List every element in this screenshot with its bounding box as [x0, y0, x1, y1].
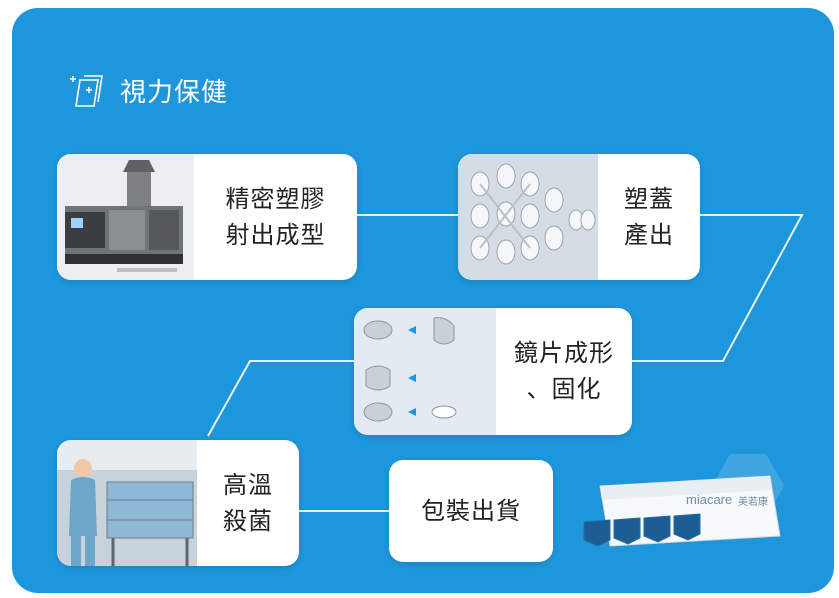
connector-2-3: [632, 214, 804, 362]
step-label-lens-forming: 鏡片成形 、固化: [514, 339, 614, 403]
lens-forming-steps-image: [354, 308, 496, 435]
step-card-injection-molding: 精密塑膠 射出成型: [57, 154, 357, 280]
product-brand: miacare: [686, 492, 733, 507]
step-card-sterilization: 高溫 殺菌: [57, 440, 299, 566]
step-label-packaging: 包裝出貨: [421, 497, 521, 525]
injection-molding-machine-image: [57, 154, 194, 280]
contact-lens-product-image: miacare 美若康: [580, 446, 800, 566]
book-sparkle-icon: [70, 75, 103, 107]
sterilization-worker-image: [57, 440, 197, 566]
step-label-cap-production: 塑蓋 產出: [624, 185, 674, 249]
step-card-lens-forming: 鏡片成形 、固化: [354, 308, 632, 435]
step-label-injection-molding: 精密塑膠 射出成型: [225, 185, 326, 249]
step-label-sterilization: 高溫 殺菌: [223, 471, 273, 535]
plastic-caps-image: [458, 154, 598, 280]
step-card-packaging: 包裝出貨: [389, 460, 553, 562]
process-panel: 視力保健 精密塑膠 射出成型: [12, 8, 834, 593]
flow-connector-lines: [207, 214, 804, 512]
product-brand-cn: 美若康: [738, 497, 768, 508]
step-card-cap-production: 塑蓋 產出: [458, 154, 700, 280]
section-title: 視力保健: [68, 70, 228, 110]
section-title-text: 視力保健: [120, 77, 229, 108]
connector-3-4: [207, 360, 354, 437]
